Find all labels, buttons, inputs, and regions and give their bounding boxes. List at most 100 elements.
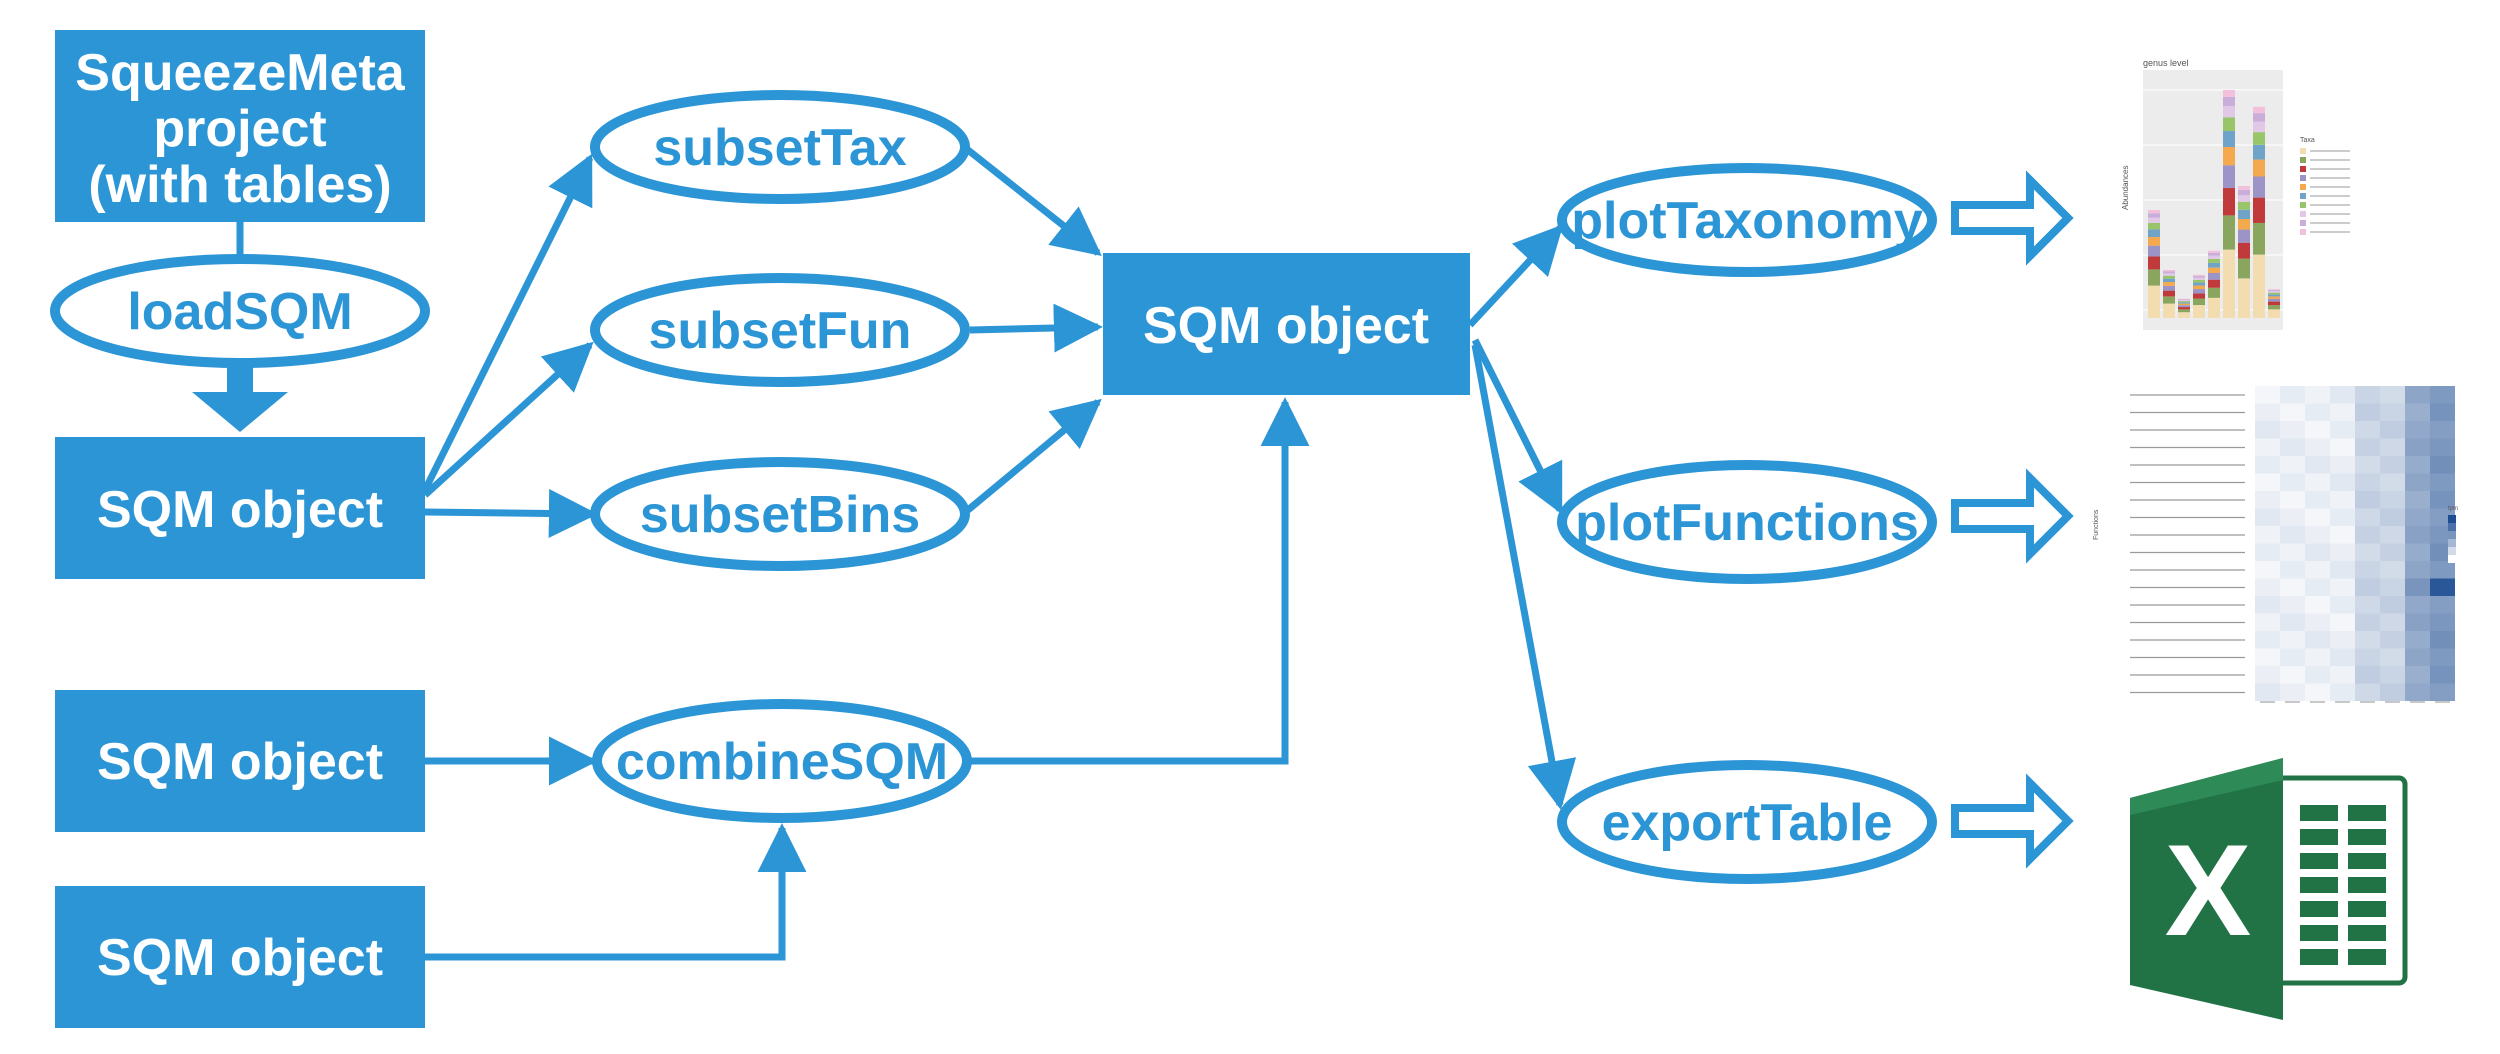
edge-sqm-to-subsetbins [424,488,598,538]
functions-heatmap-cell [2355,543,2380,561]
taxonomy-bar-segment [2208,267,2220,273]
node-subsettax: subsetTax [590,90,970,204]
taxonomy-bar-segment [2268,294,2280,297]
functions-heatmap-cell [2355,508,2380,526]
functions-heatmap-cell [2380,561,2405,579]
project-label-line3: (with tables) [88,156,391,214]
taxonomy-bar-segment [2238,229,2250,243]
functions-heatmap-cell [2280,683,2305,701]
excel-grid-cell [2348,901,2386,917]
taxonomy-bar-segment [2268,298,2280,302]
functions-heatmap-cell [2380,508,2405,526]
taxonomy-bar-segment [2223,249,2235,318]
taxonomy-legend-swatch [2300,220,2306,226]
functions-heatmap-cell [2405,421,2430,439]
functions-heatmap-cell [2380,438,2405,456]
functions-heatmap-cell [2430,631,2455,649]
functions-heatmap-cell [2430,613,2455,631]
taxonomy-bar-segment [2208,252,2220,256]
taxonomy-bar-segment [2148,285,2160,318]
functions-heatmap-cell [2280,526,2305,544]
edge-sqm-to-subsettax [421,153,594,492]
output-arrow-functions [1951,468,2074,564]
excel-grid-cell [2300,925,2338,941]
taxonomy-legend-swatch [2300,193,2306,199]
functions-heatmap-cell [2405,666,2430,684]
taxonomy-bar-segment [2163,275,2175,279]
functions-heatmap-cell [2255,683,2280,701]
functions-heatmap-cell [2305,666,2330,684]
functions-heatmap-cell [2305,631,2330,649]
functions-heatmap-cell [2330,473,2355,491]
functions-heatmap-cell [2255,561,2280,579]
taxonomy-bar-segment [2208,297,2220,318]
functions-heatmap-legend-title: tpm [2448,506,2458,512]
taxonomy-bar-segment [2268,289,2280,291]
node-sqm-b: SQM object [55,690,425,832]
functions-heatmap-cell [2330,403,2355,421]
functions-heatmap-cell [2430,578,2455,596]
taxonomy-bar-segment [2268,309,2280,318]
taxonomy-bar-segment [2178,309,2190,313]
edge-combine-to-result [970,397,1310,765]
taxonomy-bar-segment [2148,210,2160,214]
functions-legend-swatch [2448,539,2456,547]
functions-heatmap-thumbnail: Functions tpm [2093,386,2458,703]
excel-grid-cell [2300,949,2338,965]
functions-heatmap-cell [2405,526,2430,544]
functions-heatmap-cell [2330,421,2355,439]
taxonomy-bar-segment [2238,189,2250,196]
taxonomy-legend-swatch [2300,148,2306,154]
taxonomy-bar-segment [2178,305,2190,308]
functions-heatmap-cell [2380,421,2405,439]
taxonomy-bar-segment [2178,312,2190,318]
taxonomy-bar-segment [2178,299,2190,301]
functions-heatmap-cell [2330,648,2355,666]
taxonomy-bar-segment [2253,132,2265,145]
taxonomy-bar-segment [2148,245,2160,257]
taxonomy-legend-swatch [2300,166,2306,172]
taxonomy-plot-title: genus level [2143,58,2189,68]
taxonomy-bar-segment [2268,291,2280,293]
functions-heatmap-cell [2280,613,2305,631]
excel-cover [2130,758,2283,1020]
excel-icon: X [2130,758,2408,1020]
taxonomy-bar-segment [2238,278,2250,318]
taxonomy-legend-swatch [2300,175,2306,181]
functions-heatmap-cell [2405,508,2430,526]
project-label-line1: SqueezeMeta [75,44,406,102]
taxonomy-bar-segment [2208,255,2220,259]
exporttable-label: exportTable [1602,794,1893,852]
functions-heatmap-cell [2255,613,2280,631]
functions-heatmap-cell [2330,386,2355,404]
node-loadsqm: loadSQM [50,254,430,368]
functions-heatmap-cell [2380,666,2405,684]
functions-heatmap-cell [2305,473,2330,491]
functions-heatmap-cell [2305,508,2330,526]
excel-grid-cell [2300,877,2338,893]
taxonomy-bar-segment [2253,176,2265,198]
excel-grid-cell [2300,829,2338,845]
functions-heatmap-cell [2430,438,2455,456]
excel-grid-cell [2348,877,2386,893]
taxonomy-bar-segment [2178,300,2190,302]
taxonomy-bar-segment [2253,159,2265,177]
functions-heatmap-cell [2330,438,2355,456]
functions-heatmap-cell [2430,421,2455,439]
taxonomy-bar-segment [2208,287,2220,298]
edge-result-to-exporttable [1471,344,1577,810]
taxonomy-bar-segment [2193,274,2205,277]
taxonomy-bar-segment [2238,201,2250,210]
functions-heatmap-cell [2430,648,2455,666]
functions-heatmap-cell [2305,596,2330,614]
taxonomy-bar-segment [2193,298,2205,306]
functions-heatmap-cell [2380,491,2405,509]
node-combinesqm: combineSQM [592,699,972,823]
taxonomy-bar-segment [2163,273,2175,276]
functions-heatmap-cell [2255,403,2280,421]
taxonomy-bar-segment [2268,305,2280,310]
excel-letter: X [2165,817,2252,963]
functions-heatmap-cell [2430,473,2455,491]
excel-grid [2300,805,2386,965]
